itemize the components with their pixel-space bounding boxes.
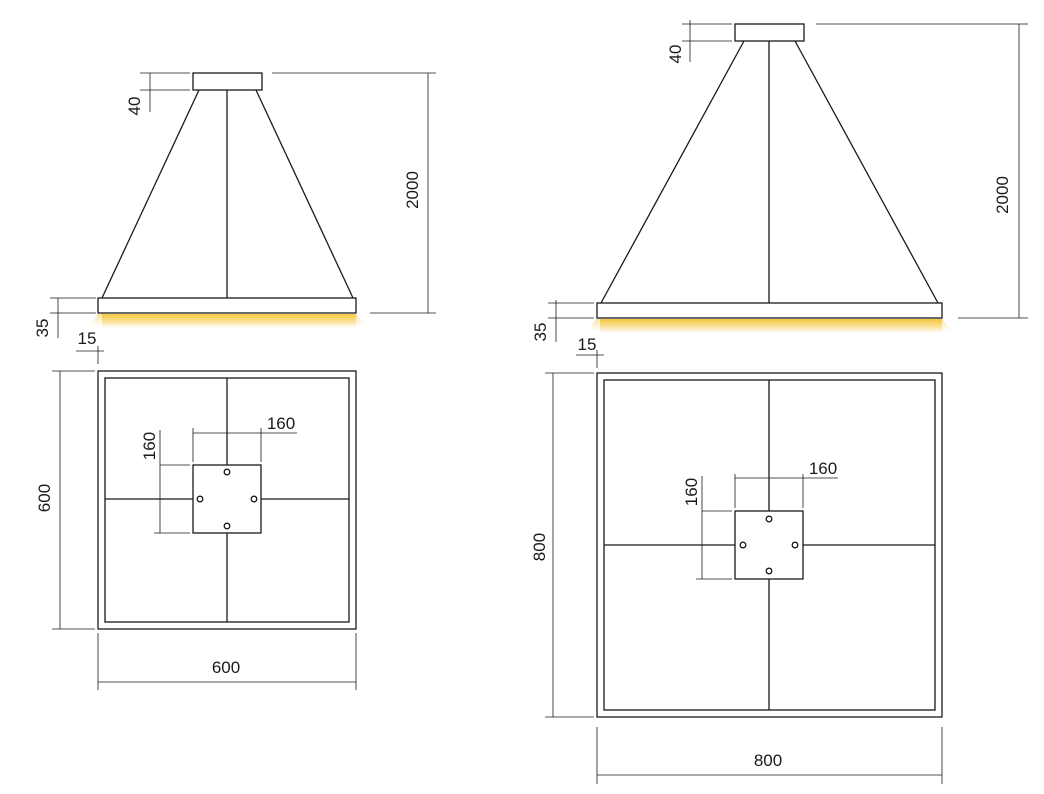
dim-mount-plate-height-800: 160 bbox=[682, 476, 732, 580]
dim-label: 40 bbox=[125, 97, 144, 116]
dim-mount-plate-width-800: 160 bbox=[734, 459, 838, 508]
dim-label: 600 bbox=[35, 484, 54, 512]
dim-label: 40 bbox=[666, 45, 685, 64]
left-cable-600 bbox=[101, 89, 200, 299]
dim-suspension-height-800: 2000 bbox=[816, 23, 1028, 319]
dim-overall-depth-600: 600 bbox=[35, 370, 95, 630]
dim-overall-width-600: 600 bbox=[97, 633, 357, 690]
screw-hole bbox=[250, 495, 258, 503]
dim-label: 160 bbox=[267, 414, 295, 433]
lamp-800-side-view: 40 2000 35 15 bbox=[531, 20, 1028, 368]
dim-overall-width-800: 800 bbox=[596, 727, 943, 784]
lamp-800-top-view: 160 160 800 800 bbox=[530, 372, 943, 784]
dim-mount-plate-height-600: 160 bbox=[140, 430, 190, 534]
lamp-600-top-view: 160 160 600 600 bbox=[35, 370, 357, 690]
canopy-600 bbox=[192, 72, 263, 91]
right-cable-600 bbox=[255, 89, 354, 299]
dim-label: 35 bbox=[33, 319, 52, 338]
dim-label: 160 bbox=[809, 459, 837, 478]
dim-label: 2000 bbox=[993, 176, 1012, 214]
screw-hole bbox=[196, 495, 204, 503]
dim-label: 15 bbox=[578, 335, 597, 354]
dim-frame-height-600: 35 bbox=[33, 297, 96, 338]
dim-suspension-height-600: 2000 bbox=[272, 72, 436, 314]
canopy-800 bbox=[734, 23, 805, 42]
dim-profile-width-600: 15 bbox=[76, 329, 104, 364]
dim-label: 800 bbox=[754, 751, 782, 770]
mount-plate-600 bbox=[192, 464, 262, 534]
dim-label: 160 bbox=[140, 432, 159, 460]
screw-hole bbox=[223, 522, 231, 530]
right-cable-800 bbox=[794, 40, 939, 304]
outer-frame-800 bbox=[596, 372, 943, 718]
dim-overall-depth-800: 800 bbox=[530, 372, 594, 718]
screw-hole bbox=[739, 541, 747, 549]
dim-label: 35 bbox=[531, 323, 550, 342]
dim-label: 15 bbox=[78, 329, 97, 348]
dim-label: 800 bbox=[530, 533, 549, 561]
screw-hole bbox=[791, 541, 799, 549]
dim-label: 600 bbox=[212, 658, 240, 677]
dim-profile-width-800: 15 bbox=[576, 335, 604, 368]
screw-hole bbox=[223, 468, 231, 476]
frame-profile-600 bbox=[97, 297, 357, 314]
screw-hole bbox=[765, 567, 773, 575]
left-cable-800 bbox=[600, 40, 745, 304]
outer-frame-600 bbox=[97, 370, 357, 630]
mount-plate-800 bbox=[734, 510, 804, 580]
dim-frame-height-800: 35 bbox=[531, 300, 594, 342]
lamp-600-side-view: 40 2000 35 15 bbox=[33, 72, 436, 364]
dim-canopy-height-600: 40 bbox=[125, 72, 190, 116]
screw-hole bbox=[765, 515, 773, 523]
dim-label: 160 bbox=[682, 478, 701, 506]
dim-mount-plate-width-600: 160 bbox=[192, 414, 297, 462]
dim-label: 2000 bbox=[403, 171, 422, 209]
dim-canopy-height-800: 40 bbox=[666, 20, 732, 63]
frame-profile-800 bbox=[596, 302, 943, 319]
